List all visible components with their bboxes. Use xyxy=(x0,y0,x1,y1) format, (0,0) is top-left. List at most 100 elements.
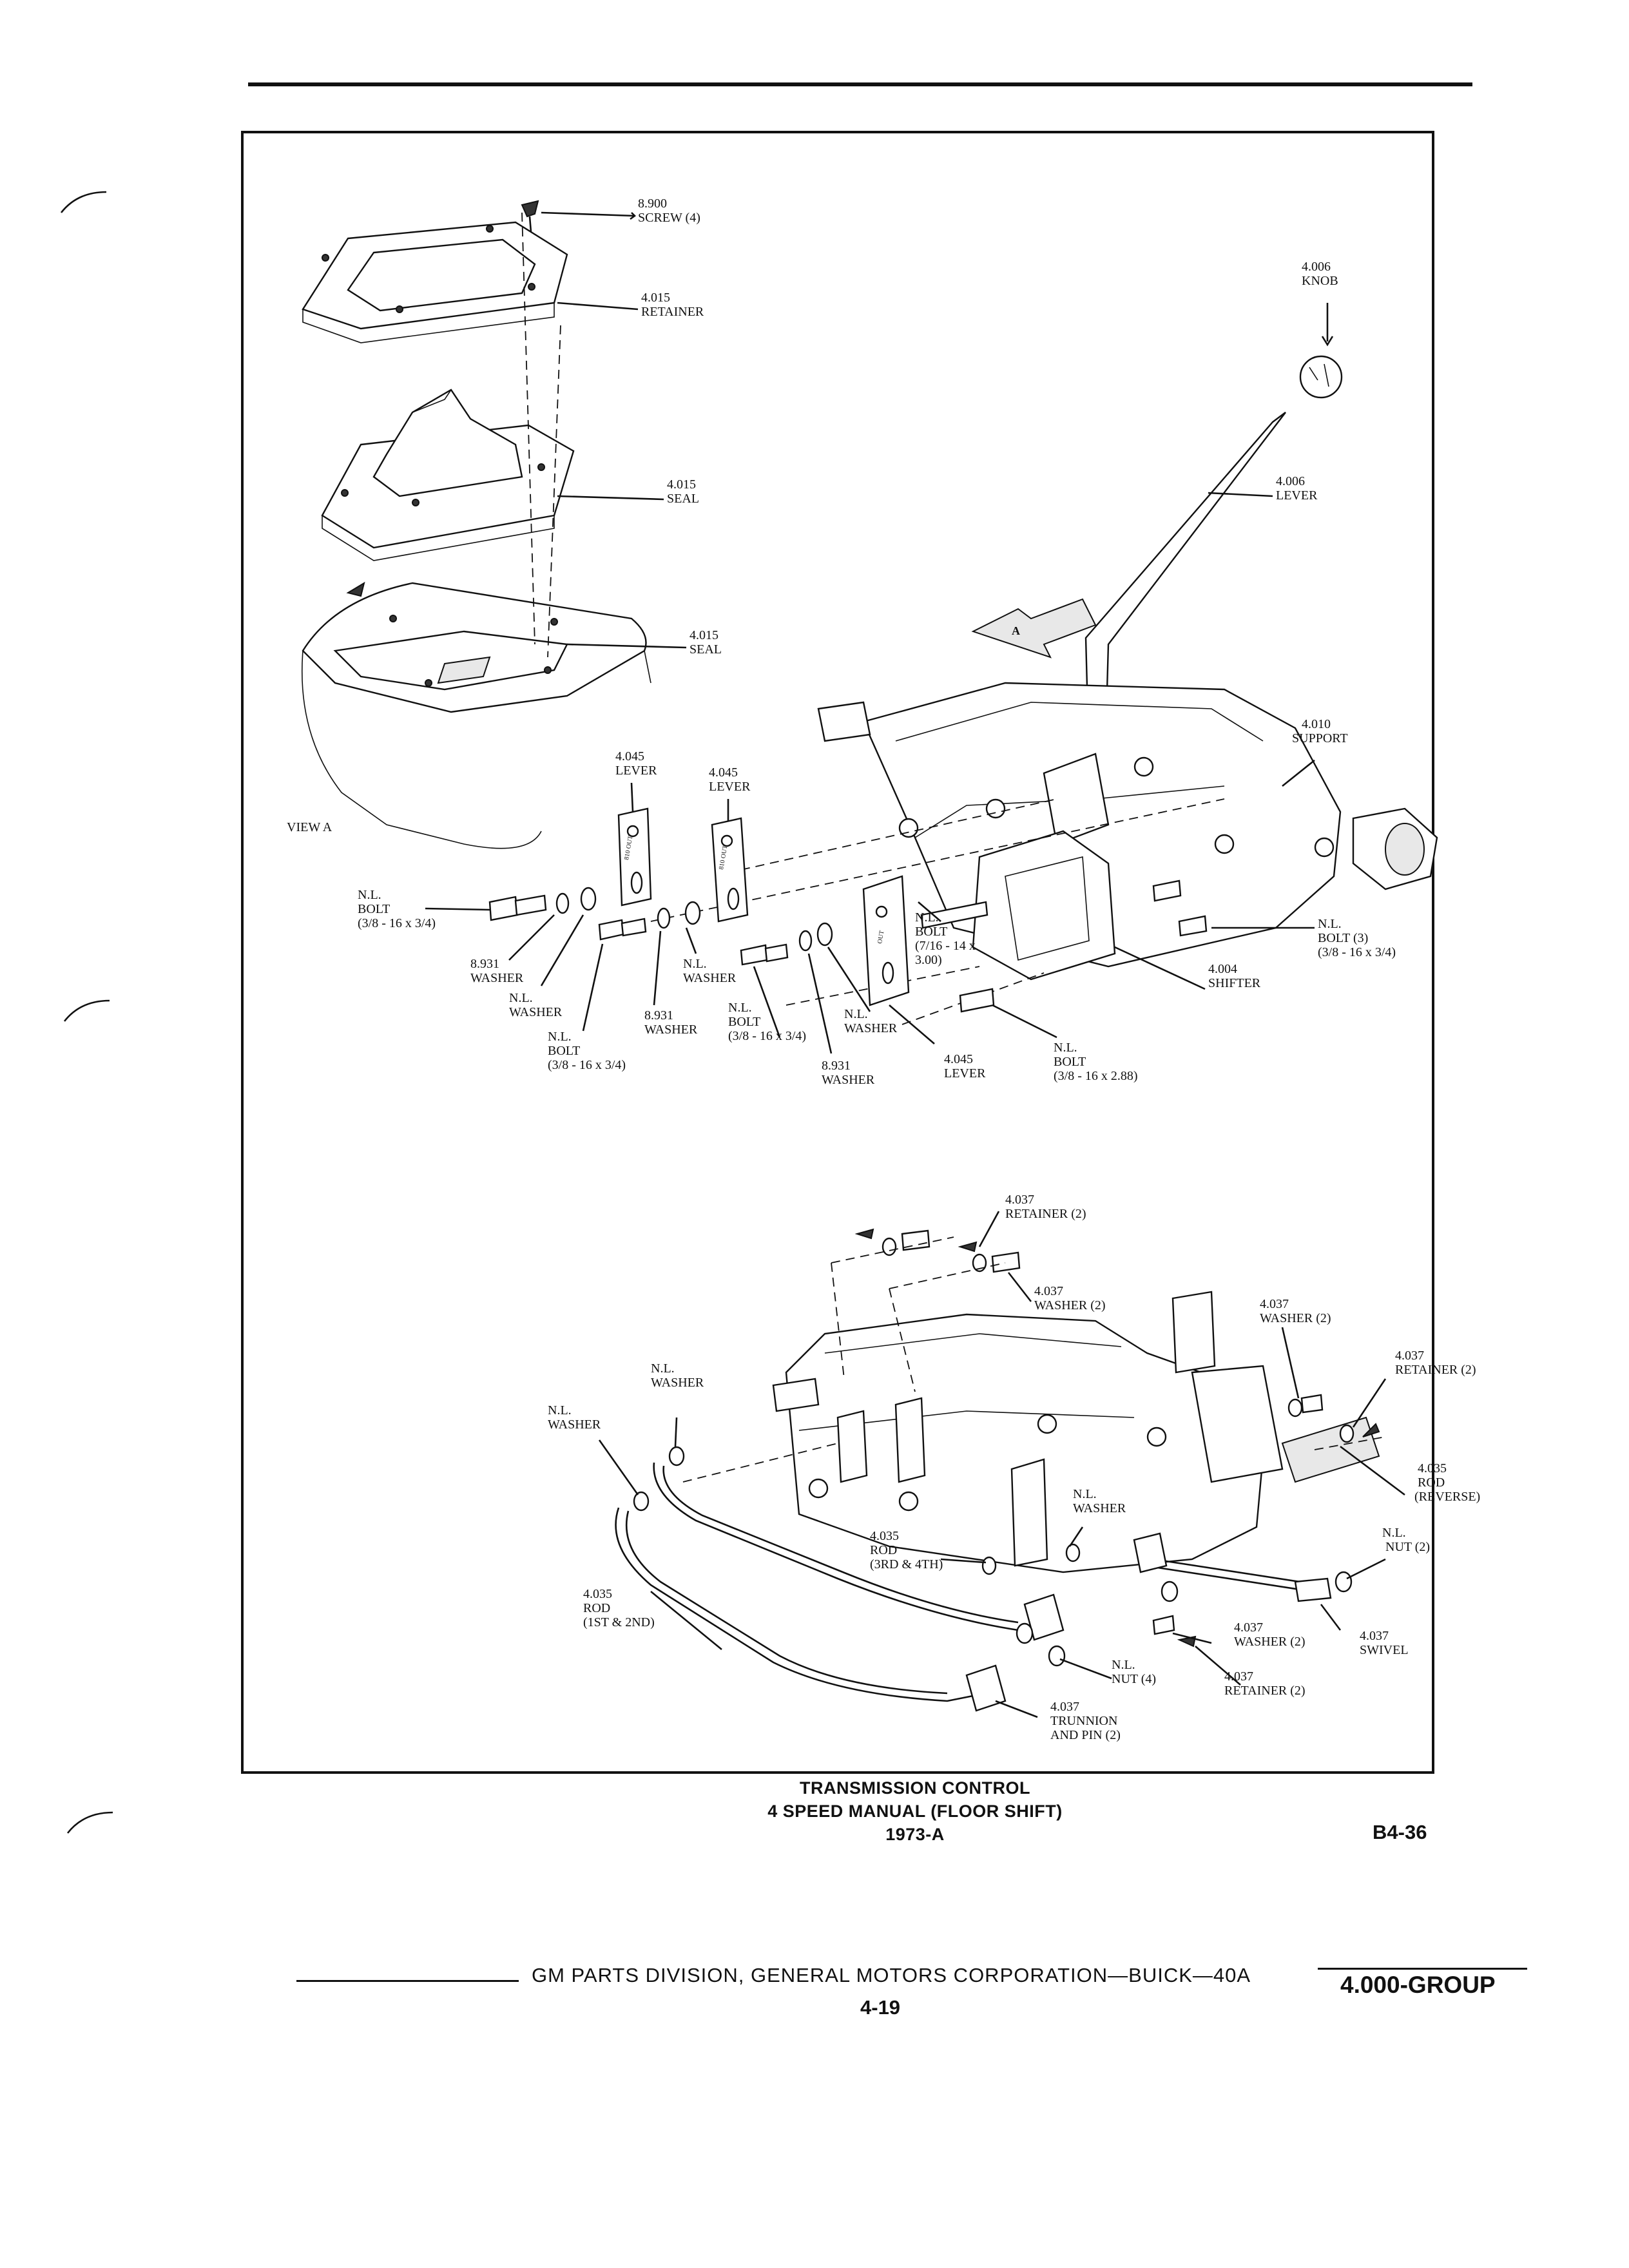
callout-support-number: 4.010 xyxy=(1302,717,1331,731)
callout-seal-upper-label: SEAL xyxy=(667,492,699,506)
callout-nl-washer-c-line1: N.L. xyxy=(844,1007,868,1021)
callout-trunnion-label2: AND PIN (2) xyxy=(1050,1728,1121,1742)
callout-nl-bolt-b-line1: N.L. xyxy=(548,1030,572,1044)
footer-page-number: 4-19 xyxy=(860,1996,901,2019)
footer-right-rule xyxy=(1318,1968,1527,1970)
callout-washer-8931-c-label: WASHER xyxy=(822,1073,875,1087)
callout-washer-2-bottom-number: 4.037 xyxy=(1234,1620,1263,1635)
svg-text:8.900: 8.900 xyxy=(638,197,667,211)
callout-seal-upper-number: 4.015 xyxy=(667,477,696,492)
svg-text:SEAL: SEAL xyxy=(689,642,722,657)
top-rule xyxy=(248,82,1472,86)
callout-shifter-label: SHIFTER xyxy=(1208,976,1261,990)
svg-text:SCREW (4): SCREW (4) xyxy=(638,211,700,225)
shifter-part xyxy=(972,753,1116,981)
diagram-frame xyxy=(241,131,1434,1774)
caption-title: TRANSMISSION CONTROL xyxy=(800,1778,1030,1798)
callout-nl-washer-f-line2: WASHER xyxy=(1073,1501,1126,1515)
callout-washer-2-top-label: WASHER (2) xyxy=(1034,1298,1106,1312)
callout-rod-1st-2nd-label: ROD xyxy=(583,1601,610,1615)
callout-rod-3rd-4th-type: (3RD & 4TH) xyxy=(870,1557,943,1571)
svg-text:4.015: 4.015 xyxy=(689,628,718,642)
callout-seal-lower-number: 4.015 xyxy=(689,628,718,642)
callout-support-label: SUPPORT xyxy=(1292,731,1348,745)
callout-retainer-number: 4.015 xyxy=(641,291,670,305)
callout-knob-label: KNOB xyxy=(1302,274,1338,288)
callout-screw-number: 8.900 xyxy=(638,197,667,211)
callout-nl-bolt-long-line1: N.L. xyxy=(915,910,939,925)
binder-mark-3 xyxy=(66,1811,113,1834)
svg-text:4.015: 4.015 xyxy=(641,291,670,305)
callout-nl-bolt-288-line1: N.L. xyxy=(1054,1041,1077,1055)
callout-swivel-label: SWIVEL xyxy=(1360,1643,1409,1657)
retainer-part xyxy=(302,221,568,343)
callout-lever-b-number: 4.045 xyxy=(709,765,738,780)
callout-bolt-left-line3: (3/8 - 16 x 3/4) xyxy=(358,916,436,930)
callout-trunnion-number: 4.037 xyxy=(1050,1700,1079,1714)
callout-bolt-left-line1: N.L. xyxy=(358,888,381,902)
bolts-washers-upper xyxy=(488,879,1208,1013)
callout-nl-bolt-288-line2: BOLT xyxy=(1054,1055,1086,1069)
transmission-upper-part xyxy=(817,682,1438,968)
callout-nl-washer-b-line1: N.L. xyxy=(683,957,707,971)
callout-nl-washer-c-line2: WASHER xyxy=(844,1021,898,1035)
callout-nl-washer-a-line1: N.L. xyxy=(509,991,533,1005)
callout-bolt-3-line3: (3/8 - 16 x 3/4) xyxy=(1318,945,1396,959)
binder-mark-2 xyxy=(63,999,110,1022)
callout-rod-3rd-4th-number: 4.035 xyxy=(870,1529,899,1543)
callout-lever-b-label: LEVER xyxy=(709,780,751,794)
callout-rod-reverse-number: 4.035 xyxy=(1418,1461,1447,1475)
callout-rod-3rd-4th-label: ROD xyxy=(870,1543,897,1557)
footer-left-rule xyxy=(296,1980,519,1982)
svg-text:RETAINER: RETAINER xyxy=(641,305,704,319)
rod-1st-2nd xyxy=(615,1507,980,1702)
callout-retainer-2-bottom-number: 4.037 xyxy=(1224,1669,1253,1684)
callout-lever-c-label: LEVER xyxy=(944,1066,986,1081)
callout-rod-reverse-type: (REVERSE) xyxy=(1414,1490,1480,1504)
callout-nl-bolt-c-line1: N.L. xyxy=(728,1001,752,1015)
knob-part xyxy=(1299,355,1343,399)
callout-nl-washer-e-line2: WASHER xyxy=(548,1418,601,1432)
callout-swivel-number: 4.037 xyxy=(1360,1629,1389,1643)
callout-screw-label: SCREW (4) xyxy=(638,211,700,225)
callout-washer-8931-b-label: WASHER xyxy=(644,1023,698,1037)
binder-mark-1 xyxy=(60,191,107,213)
callout-retainer-2-top-label: RETAINER (2) xyxy=(1005,1207,1086,1221)
lever-part-a xyxy=(617,807,652,907)
callout-lever-a-number: 4.045 xyxy=(615,749,644,764)
callout-shifter-number: 4.004 xyxy=(1208,962,1237,976)
svg-text:SEAL: SEAL xyxy=(667,492,699,506)
callout-nl-washer-a-line2: WASHER xyxy=(509,1005,563,1019)
callout-retainer-label: RETAINER xyxy=(641,305,704,319)
callout-washer-2-right-label: WASHER (2) xyxy=(1260,1311,1331,1325)
callout-knob-number: 4.006 xyxy=(1302,260,1331,274)
footer-group: 4.000-GROUP xyxy=(1340,1972,1496,1998)
callout-shift-lever-number: 4.006 xyxy=(1276,474,1305,488)
view-arrow-letter: A xyxy=(1012,624,1020,637)
view-a-arrow xyxy=(971,598,1097,658)
callout-washer-8931-a-number: 8.931 xyxy=(470,957,499,971)
lever-part-c xyxy=(862,875,910,1006)
upper-seal-part xyxy=(321,389,575,561)
callout-bolt-3-line1: N.L. xyxy=(1318,917,1342,931)
callout-washer-8931-a-label: WASHER xyxy=(470,971,524,985)
view-a-label: VIEW A xyxy=(287,820,333,834)
retainers-washers-lower xyxy=(633,1228,1380,1648)
callout-seal-lower-label: SEAL xyxy=(689,642,722,657)
callout-rod-1st-2nd-number: 4.035 xyxy=(583,1587,612,1601)
callout-nl-bolt-b-line2: BOLT xyxy=(548,1044,580,1058)
callout-retainer-2-top-number: 4.037 xyxy=(1005,1193,1034,1207)
callout-nl-bolt-c-line3: (3/8 - 16 x 3/4) xyxy=(728,1029,806,1043)
rod-reverse xyxy=(1153,1558,1322,1594)
callout-retainer-2-right-label: RETAINER (2) xyxy=(1395,1363,1476,1377)
callout-nut-4-line1: N.L. xyxy=(1112,1658,1135,1672)
callout-rod-1st-2nd-type: (1ST & 2ND) xyxy=(583,1615,655,1629)
out-stamp: OUT xyxy=(876,930,885,944)
callout-nl-bolt-b-line3: (3/8 - 16 x 3/4) xyxy=(548,1058,626,1072)
trunnion-parts xyxy=(965,1532,1353,1712)
callout-rod-reverse-label: ROD xyxy=(1418,1475,1445,1490)
caption-subtitle: 4 SPEED MANUAL (FLOOR SHIFT) xyxy=(767,1802,1063,1821)
callout-nl-washer-f-line1: N.L. xyxy=(1073,1487,1097,1501)
callout-nl-washer-d-line2: WASHER xyxy=(651,1376,704,1390)
